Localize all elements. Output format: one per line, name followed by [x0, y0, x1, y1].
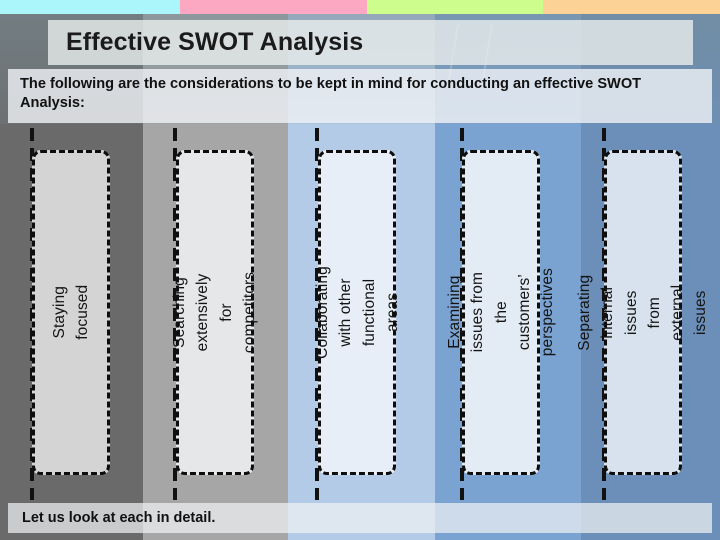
top-strip-orange	[543, 0, 720, 14]
consideration-box-staying-focused[interactable]: Staying focused	[32, 150, 110, 475]
footer-text: Let us look at each in detail.	[22, 510, 216, 526]
consideration-label-internal-vs-external: Separating internal issues from external…	[576, 274, 710, 351]
consideration-label-customer-perspectives: Examining issues from the customers’ per…	[445, 268, 556, 357]
divider-2	[173, 128, 177, 500]
subtitle-text: The following are the considerations to …	[20, 76, 642, 112]
top-color-strip	[0, 0, 720, 14]
consideration-label-staying-focused: Staying focused	[50, 285, 91, 340]
subtitle-panel: The following are the considerations to …	[8, 69, 712, 123]
consideration-label-searching-competitors: Searching extensively for competitors	[171, 271, 259, 354]
consideration-label-collaborating-functional-areas: Collaborating with other functional area…	[313, 266, 401, 359]
divider-3	[315, 128, 319, 500]
consideration-box-internal-vs-external[interactable]: Separating internal issues from external…	[576, 150, 710, 475]
top-strip-green	[367, 0, 543, 14]
title-bar: Effective SWOT Analysis	[48, 20, 693, 65]
consideration-box-searching-competitors[interactable]: Searching extensively for competitors	[172, 150, 258, 475]
consideration-box-customer-perspectives[interactable]: Examining issues from the customers’ per…	[446, 150, 556, 475]
page-title: Effective SWOT Analysis	[66, 28, 364, 56]
consideration-box-collaborating-functional-areas[interactable]: Collaborating with other functional area…	[314, 150, 400, 475]
footer-bar: Let us look at each in detail.	[8, 503, 712, 533]
top-strip-cyan	[0, 0, 180, 14]
top-strip-pink	[180, 0, 367, 14]
